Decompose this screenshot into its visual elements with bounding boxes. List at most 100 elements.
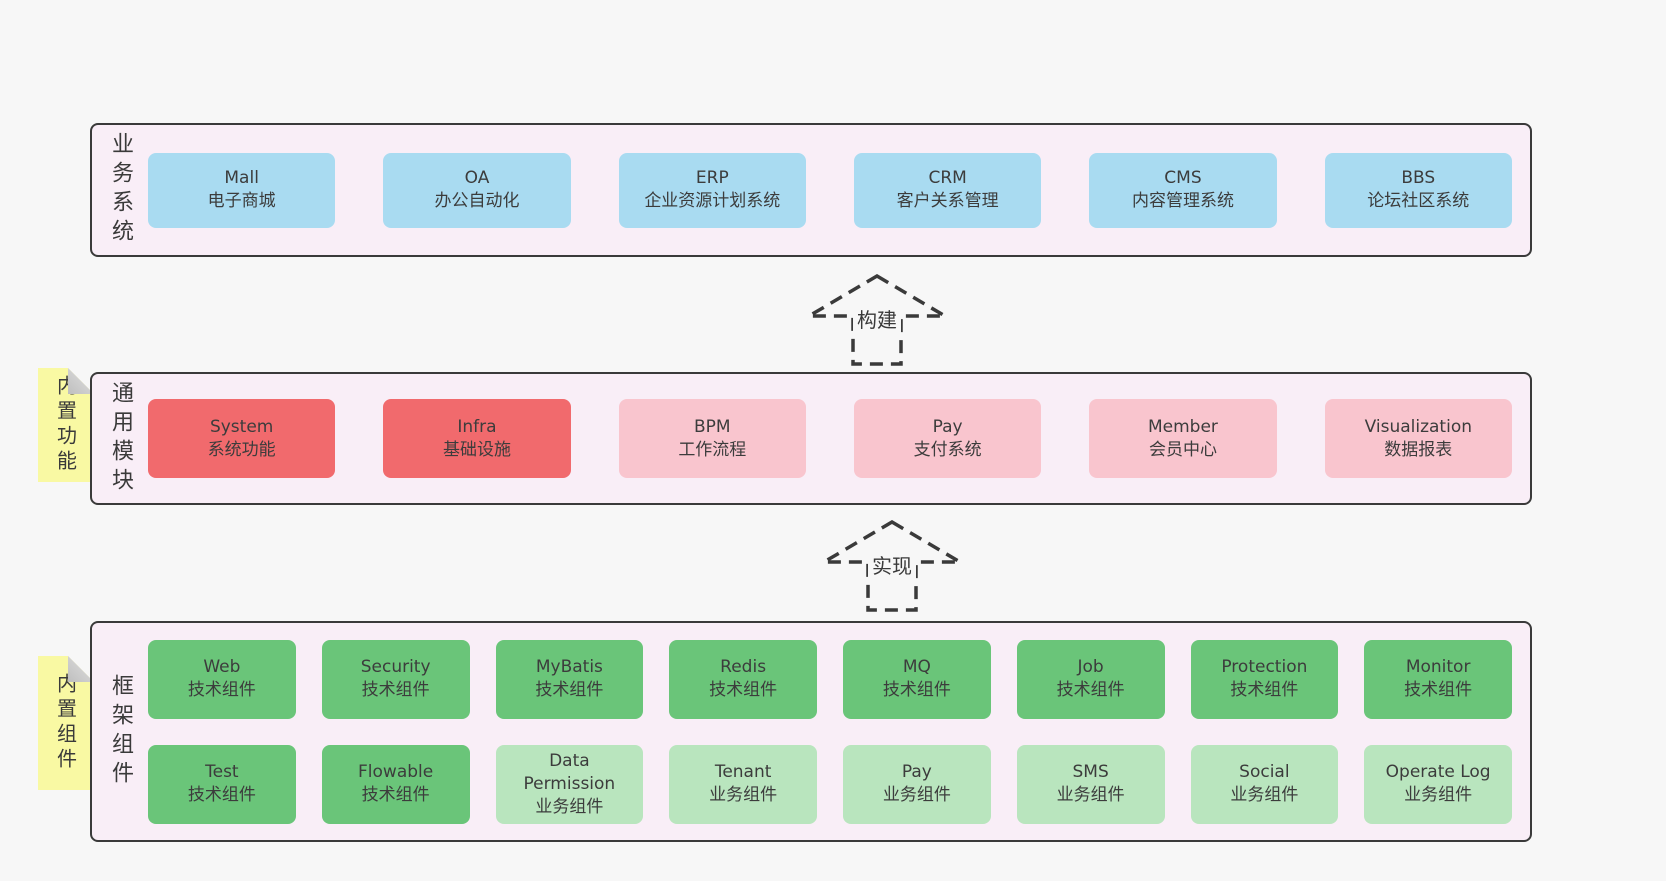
sticky-note-builtin-functions: 内置功能 xyxy=(38,368,94,482)
box-title: Member xyxy=(1148,416,1218,437)
box-title: Web xyxy=(203,657,241,677)
box-title: BPM xyxy=(694,416,731,437)
layer-business-systems-content: Mall 电子商城 OA 办公自动化 ERP 企业资源计划系统 CRM 客户关系管理 CMS 内容… xyxy=(148,125,1530,255)
box-flowable: Flowable 技术组件 xyxy=(321,744,470,824)
box-subtitle: 支付系统 xyxy=(913,439,982,460)
box-subtitle: 数据报表 xyxy=(1384,439,1453,460)
box-subtitle: 业务组件 xyxy=(709,785,778,805)
box-mq: MQ 技术组件 xyxy=(843,639,991,719)
box-title: CRM xyxy=(928,168,967,188)
box-title: Job xyxy=(1077,657,1104,677)
box-title: Redis xyxy=(720,657,767,677)
box-subtitle: 业务组件 xyxy=(882,785,951,805)
sticky-note-builtin-components-label: 内置组件 xyxy=(53,673,78,773)
box-title: MQ xyxy=(902,657,931,677)
implement-arrow-label: 实现 xyxy=(868,550,916,579)
box-oa: OA 办公自动化 xyxy=(383,152,571,228)
box-subtitle: 业务组件 xyxy=(535,796,604,817)
box-subtitle: 技术组件 xyxy=(361,680,430,700)
box-subtitle: 技术组件 xyxy=(882,680,951,700)
build-arrow: 构建 xyxy=(806,274,948,366)
box-title: Mall xyxy=(224,168,259,188)
box-title: Operate Log xyxy=(1385,762,1491,782)
box-title: Protection xyxy=(1221,657,1308,677)
layer-framework-components-label: 框架组件 xyxy=(108,673,133,790)
box-title: CMS xyxy=(1164,168,1202,188)
implement-arrow: 实现 xyxy=(821,520,963,612)
box-subtitle: 技术组件 xyxy=(535,680,604,700)
box-subtitle: 论坛社区系统 xyxy=(1367,191,1470,211)
box-protection: Protection 技术组件 xyxy=(1190,639,1339,719)
box-cms: CMS 内容管理系统 xyxy=(1089,152,1277,228)
box-social: Social 业务组件 xyxy=(1190,744,1339,824)
box-subtitle: 技术组件 xyxy=(1404,680,1473,700)
box-title: Flowable xyxy=(358,762,434,782)
box-subtitle: 客户关系管理 xyxy=(896,191,999,211)
box-title: Visualization xyxy=(1364,416,1472,437)
box-subtitle: 企业资源计划系统 xyxy=(644,191,781,211)
box-subtitle: 基础设施 xyxy=(442,439,511,460)
box-subtitle: 技术组件 xyxy=(187,785,256,805)
box-job: Job 技术组件 xyxy=(1016,639,1165,719)
box-title: MyBatis xyxy=(535,657,603,677)
box-tenant: Tenant 业务组件 xyxy=(669,744,817,824)
box-subtitle: 系统功能 xyxy=(207,439,276,460)
box-title: Monitor xyxy=(1405,657,1471,677)
box-subtitle: 内容管理系统 xyxy=(1131,191,1234,211)
box-subtitle: 业务组件 xyxy=(1404,785,1473,805)
box-title: OA xyxy=(464,168,490,188)
box-title: Pay xyxy=(932,416,963,437)
build-arrow-label: 构建 xyxy=(853,304,901,333)
box-title: Data Permission xyxy=(523,750,616,794)
layer-business-systems: 业务系统 Mall 电子商城 OA 办公自动化 ERP 企业资源计划系统 CRM 客户关系管理… xyxy=(90,123,1532,257)
box-subtitle: 电子商城 xyxy=(207,191,276,211)
box-crm: CRM 客户关系管理 xyxy=(853,152,1042,228)
box-monitor: Monitor 技术组件 xyxy=(1364,639,1512,719)
sticky-note-builtin-components: 内置组件 xyxy=(38,656,94,790)
dashed-up-arrow-icon xyxy=(821,520,963,612)
box-subtitle: 办公自动化 xyxy=(434,191,520,211)
layer-business-systems-label: 业务系统 xyxy=(108,132,133,248)
box-title: Infra xyxy=(457,416,497,437)
layer-common-modules-label: 通用模块 xyxy=(108,380,133,497)
box-title: Test xyxy=(205,762,239,782)
box-subtitle: 技术组件 xyxy=(1056,680,1125,700)
box-title: SMS xyxy=(1072,762,1109,782)
box-subtitle: 工作流程 xyxy=(678,439,747,460)
box-title: ERP xyxy=(695,168,729,188)
box-subtitle: 技术组件 xyxy=(1230,680,1299,700)
box-redis: Redis 技术组件 xyxy=(669,639,817,719)
box-test: Test 技术组件 xyxy=(148,744,296,824)
box-subtitle: 技术组件 xyxy=(361,785,430,805)
box-title: Social xyxy=(1239,762,1290,782)
box-operate-log: Operate Log 业务组件 xyxy=(1364,744,1512,824)
box-title: BBS xyxy=(1401,168,1436,188)
box-mybatis: MyBatis 技术组件 xyxy=(495,639,644,719)
box-erp: ERP 企业资源计划系统 xyxy=(618,152,806,228)
box-mall: Mall 电子商城 xyxy=(148,152,336,228)
box-subtitle: 技术组件 xyxy=(709,680,778,700)
box-subtitle: 业务组件 xyxy=(1230,785,1299,805)
box-title: System xyxy=(209,416,274,437)
box-subtitle: 会员中心 xyxy=(1148,439,1217,460)
box-title: Tenant xyxy=(714,762,772,782)
